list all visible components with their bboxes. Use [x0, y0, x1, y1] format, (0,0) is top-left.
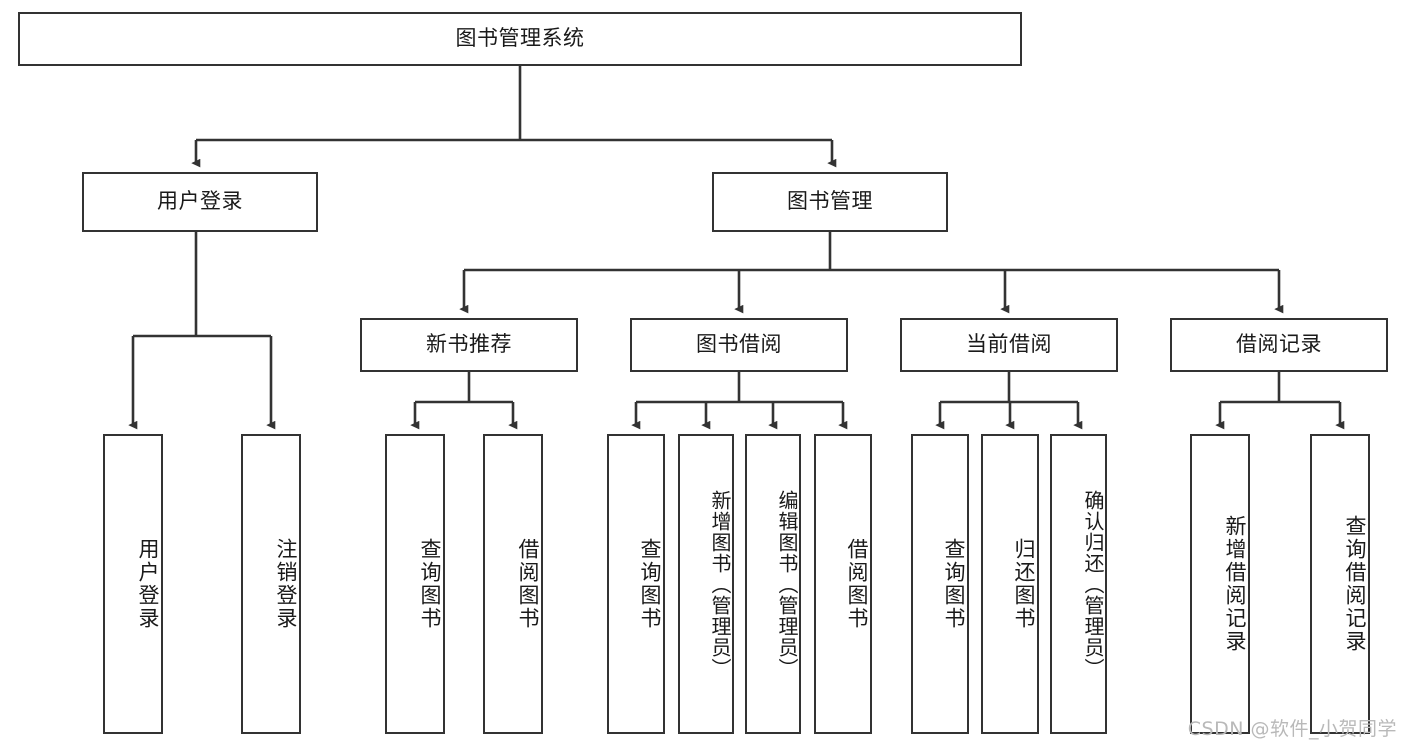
node-label: 图书借阅 — [696, 332, 782, 357]
node-leaf-add-book[interactable]: 新增图书（管理员） — [678, 434, 734, 734]
node-leaf-return-book[interactable]: 归还图书 — [981, 434, 1039, 734]
node-leaf-query-book-2[interactable]: 查询图书 — [607, 434, 665, 734]
node-label: 注销登录 — [274, 538, 298, 630]
node-leaf-query-book-3[interactable]: 查询图书 — [911, 434, 969, 734]
node-borrow-record[interactable]: 借阅记录 — [1170, 318, 1388, 372]
node-leaf-logout-login[interactable]: 注销登录 — [241, 434, 301, 734]
node-label: 当前借阅 — [966, 332, 1052, 357]
node-current-borrow[interactable]: 当前借阅 — [900, 318, 1118, 372]
node-label: 新书推荐 — [426, 332, 512, 357]
node-label: 确认归还（管理员） — [1081, 489, 1105, 679]
watermark-text: CSDN @软件_小贺同学 — [1187, 718, 1397, 740]
node-leaf-borrow-book-1[interactable]: 借阅图书 — [483, 434, 543, 734]
node-label: 归还图书 — [1012, 538, 1036, 630]
node-label: 查询借阅记录 — [1343, 515, 1367, 653]
node-leaf-user-login[interactable]: 用户登录 — [103, 434, 163, 734]
node-leaf-query-borrow-record[interactable]: 查询借阅记录 — [1310, 434, 1370, 734]
node-label: 借阅图书 — [845, 538, 869, 630]
node-leaf-query-book-1[interactable]: 查询图书 — [385, 434, 445, 734]
node-leaf-edit-book[interactable]: 编辑图书（管理员） — [745, 434, 801, 734]
node-label: 新增图书（管理员） — [708, 489, 732, 679]
node-label: 图书管理 — [787, 189, 873, 214]
node-label: 用户登录 — [157, 189, 243, 214]
node-book-management[interactable]: 图书管理 — [712, 172, 948, 232]
node-leaf-add-borrow-record[interactable]: 新增借阅记录 — [1190, 434, 1250, 734]
node-book-borrow[interactable]: 图书借阅 — [630, 318, 848, 372]
node-label: 图书管理系统 — [455, 26, 585, 51]
node-label: 查询图书 — [418, 538, 442, 630]
node-label: 借阅记录 — [1236, 332, 1322, 357]
node-leaf-confirm-return[interactable]: 确认归还（管理员） — [1050, 434, 1107, 734]
node-user-login[interactable]: 用户登录 — [82, 172, 318, 232]
node-label: 用户登录 — [136, 538, 160, 630]
node-label: 查询图书 — [638, 538, 662, 630]
node-root-book-management-system[interactable]: 图书管理系统 — [18, 12, 1022, 66]
node-label: 查询图书 — [942, 538, 966, 630]
node-leaf-borrow-book-2[interactable]: 借阅图书 — [814, 434, 872, 734]
node-label: 借阅图书 — [516, 538, 540, 630]
node-new-book-recommend[interactable]: 新书推荐 — [360, 318, 578, 372]
node-label: 新增借阅记录 — [1223, 515, 1247, 653]
node-label: 编辑图书（管理员） — [775, 489, 799, 679]
